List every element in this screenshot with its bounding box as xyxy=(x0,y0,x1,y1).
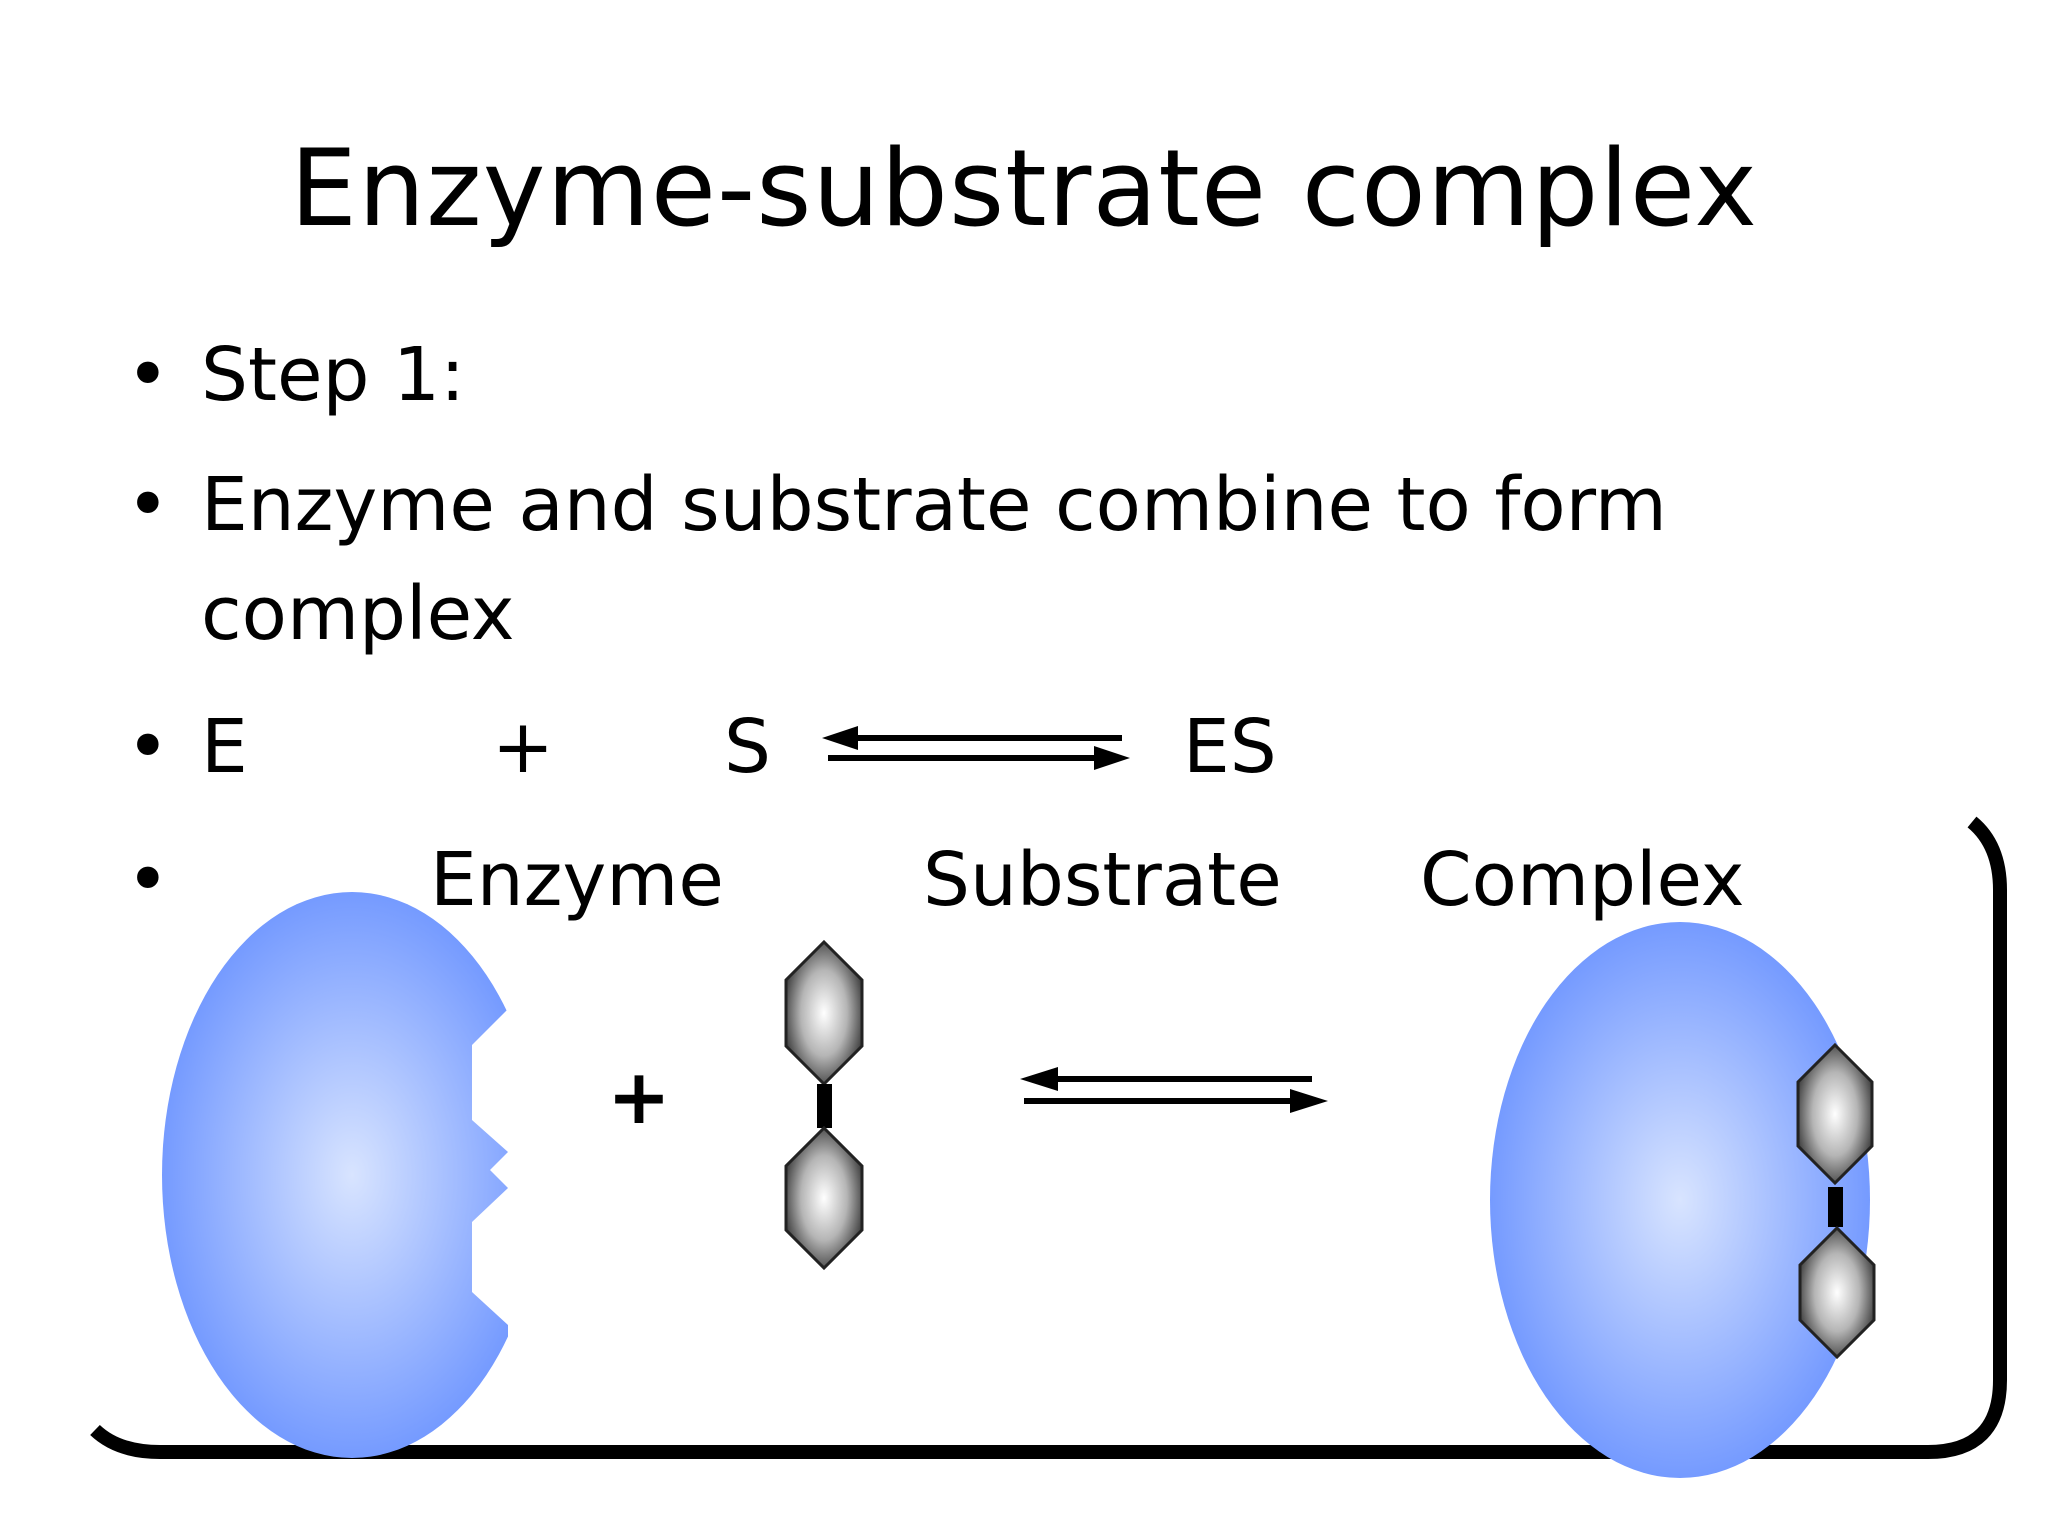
label-complex: Complex xyxy=(1420,837,1745,923)
equation-es: ES xyxy=(1183,704,1277,790)
bullet-dot: • xyxy=(126,704,170,790)
complex-enzyme-shape xyxy=(1490,922,1870,1478)
bound-substrate-icon xyxy=(1796,1042,1876,1360)
bullet-text: Step 1: xyxy=(201,332,466,418)
slide-title: Enzyme-substrate complex xyxy=(290,127,1758,250)
diagram-equilibrium-arrows-icon xyxy=(1020,1067,1328,1113)
equation-e: E xyxy=(201,704,248,790)
label-enzyme: Enzyme xyxy=(430,837,724,923)
equation-plus: + xyxy=(492,704,555,790)
bullet-text-continuation: complex xyxy=(201,571,515,657)
hexagon-dimer-icon xyxy=(784,939,864,1271)
label-substrate: Substrate xyxy=(923,837,1282,923)
enzyme-shape xyxy=(162,892,508,1458)
bullet-dot: • xyxy=(126,462,170,548)
diagram-plus: + xyxy=(607,1052,671,1141)
equilibrium-arrows-icon xyxy=(822,726,1130,770)
bullet-dot: • xyxy=(126,837,170,923)
bullet-dot: • xyxy=(126,332,170,418)
equation-s: S xyxy=(724,704,771,790)
diagram-panel-frame xyxy=(90,816,2007,1459)
bullet-text: Enzyme and substrate combine to form xyxy=(201,462,1667,548)
